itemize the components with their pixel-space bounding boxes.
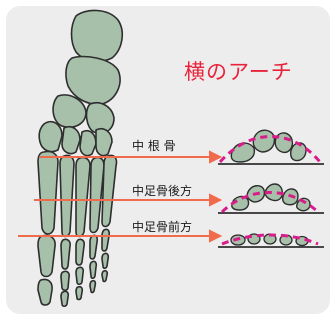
cuboid-lateral (96, 129, 112, 156)
phalanx-3a (76, 239, 84, 265)
label-tarsal: 中 根 骨 (132, 137, 176, 154)
arrow-head-1 (210, 152, 220, 162)
cross-section-tarsal (218, 130, 324, 164)
phalanx-1a (38, 235, 55, 276)
phalanx-2a (61, 239, 70, 269)
diagram-card: 横のアーチ 中 根 骨 中足骨後方 中足骨前方 (6, 6, 330, 314)
phalanx-5b (102, 253, 108, 268)
arrow-head-3 (210, 231, 220, 241)
diagram-title: 横のアーチ (184, 56, 293, 86)
phalanx-3c (76, 287, 82, 300)
metatarsal-1 (38, 151, 58, 234)
foot-skeleton (38, 10, 122, 306)
label-metatarsal-proximal: 中足骨後方 (132, 182, 192, 199)
label-metatarsal-distal: 中足骨前方 (132, 218, 192, 235)
section1-bone-4 (291, 143, 306, 161)
metatarsal-2 (60, 155, 74, 236)
phalanx-5c (102, 271, 107, 282)
metatarsal-3 (76, 157, 90, 236)
calcaneus-bone (72, 10, 123, 61)
phalanx-4b (90, 261, 96, 278)
cuneiform-2 (62, 127, 80, 154)
phalanx-4a (90, 235, 97, 259)
cuneiform-1 (39, 122, 62, 152)
section1-bone-1 (231, 143, 254, 162)
section1-bone-2 (253, 130, 274, 152)
diagram-art (6, 6, 330, 314)
phalanx-4c (90, 281, 95, 293)
phalanx-2c (61, 291, 68, 306)
arrow-head-2 (210, 195, 220, 205)
phalanx-2b (61, 271, 69, 290)
phalanx-1b (38, 279, 52, 305)
phalanx-3b (76, 267, 83, 284)
metatarsal-5 (102, 155, 117, 226)
phalanx-5a (102, 229, 109, 251)
cross-section-metatarsal-proximal (218, 184, 324, 213)
cross-section-metatarsal-distal (218, 234, 324, 247)
cuneiform-3 (80, 131, 96, 156)
